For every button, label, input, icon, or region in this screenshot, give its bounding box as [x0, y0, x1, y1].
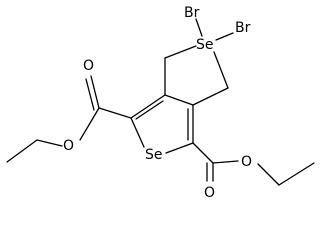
bond-ch2-right-to-c6a: [192, 87, 229, 106]
bond-se-top-to-ch2-right: [213, 51, 229, 89]
bond-carbonyl-right-to-ester-o: [212, 160, 239, 164]
bond-ch2-left-to-se-top: [164, 45, 197, 59]
bond-c3-to-carbonyl-right: [192, 142, 214, 164]
bond-c3a-c6a: [164, 94, 194, 106]
atom-label-se-bottom: Se: [145, 147, 163, 163]
atom-label-o-ester-right: O: [241, 154, 252, 170]
bond-ethyl-right: [278, 162, 315, 186]
bond-carbonyl-left-to-ester-o: [79, 107, 100, 141]
bond-c3a-c1-double: [135, 100, 164, 120]
atom-label-o-carbonyl-left: O: [83, 58, 94, 74]
atom-label-se-top: Se: [196, 37, 214, 53]
atom-label-br-right: Br: [235, 20, 251, 36]
bond-ester-o-right-to-ch2: [257, 163, 280, 186]
chemical-structure-diagram: Br Br Se Se O O O O: [6, 5, 315, 201]
bond-ester-o-left-to-ch2: [36, 139, 63, 147]
atom-label-o-ester-left: O: [63, 138, 74, 154]
bond-ethyl-left: [6, 139, 38, 163]
bond-c1-to-carbonyl-left: [98, 107, 132, 119]
bond-se-br-left: [195, 18, 203, 37]
atom-label-o-carbonyl-right: O: [204, 185, 215, 201]
atom-label-br-left: Br: [184, 5, 200, 21]
bond-carbonyl-left-c-o-double-b: [85, 78, 95, 111]
bond-c1-to-se-bottom: [130, 117, 145, 148]
bond-se-br-right: [215, 32, 234, 41]
bond-c3a-c1-single: [130, 94, 166, 119]
bond-carbonyl-left-c-o-double-a: [90, 75, 100, 109]
bond-se-bottom-to-c3: [165, 142, 194, 154]
